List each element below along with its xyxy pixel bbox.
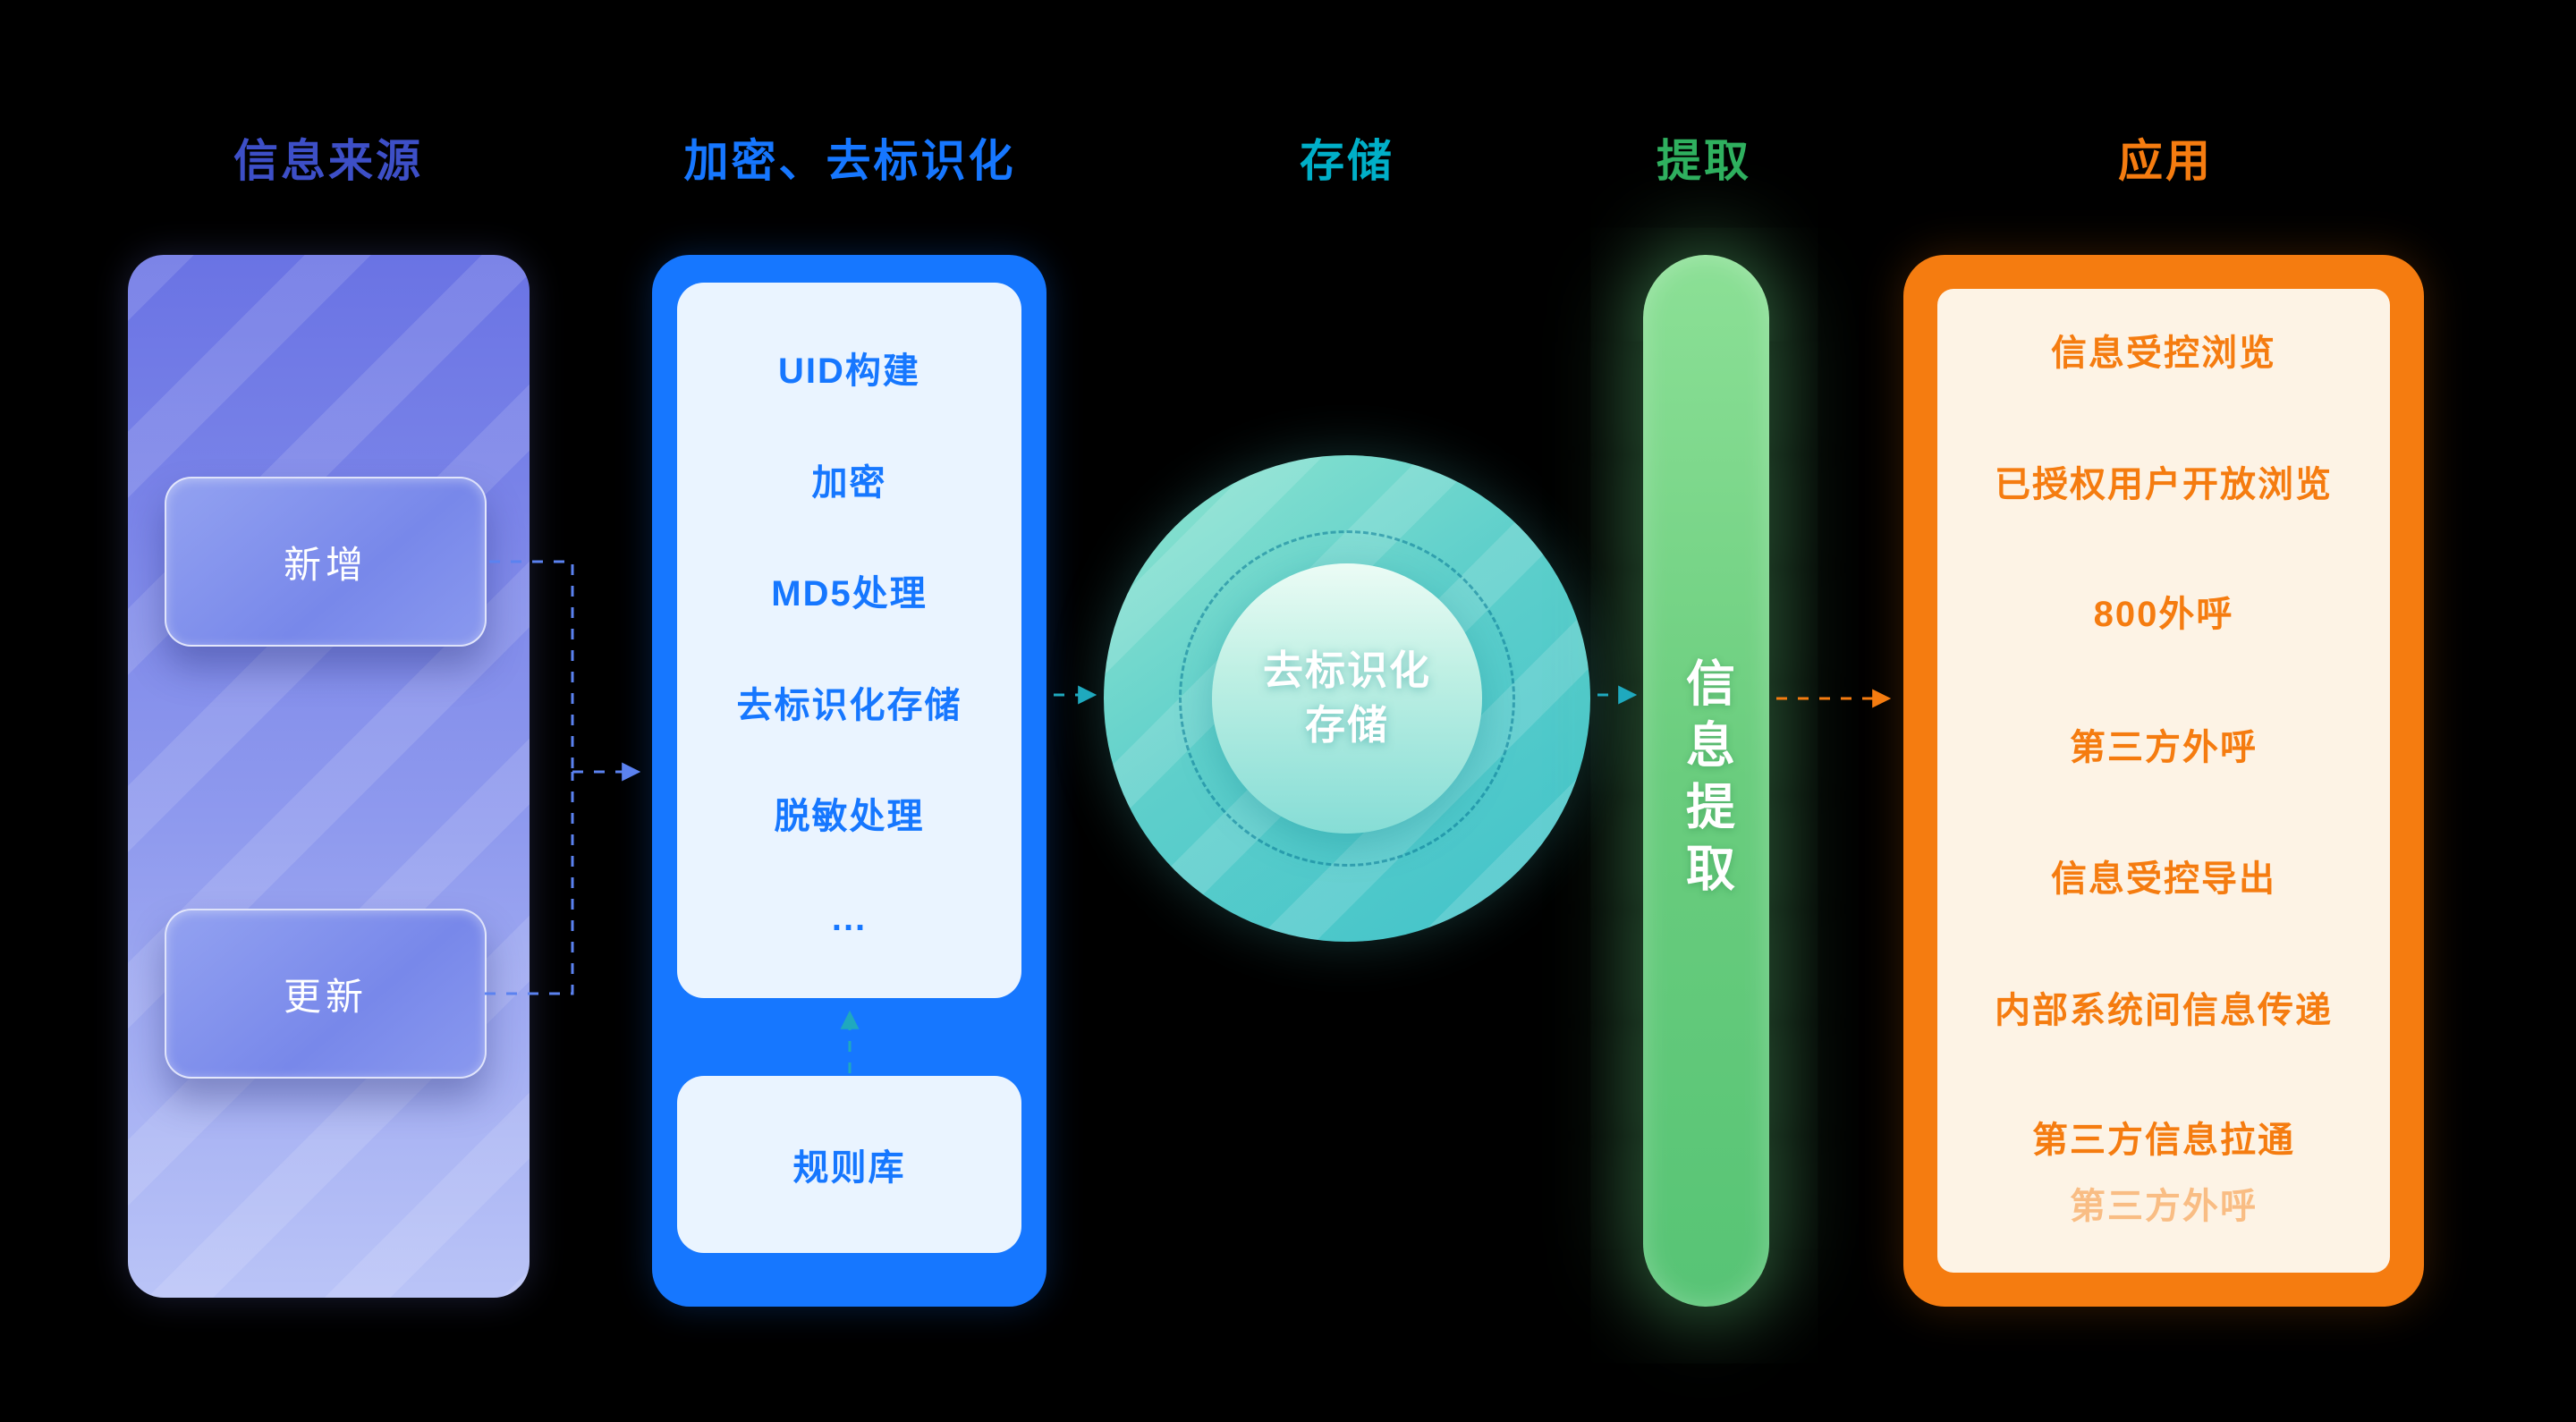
- encrypt-step: MD5处理: [771, 574, 928, 614]
- apply-item: 信息受控浏览: [2051, 334, 2276, 373]
- apply-item-clipped: 第三方外呼: [2070, 1187, 2258, 1226]
- column-header-storage: 存储: [1300, 136, 1394, 186]
- encrypt-panel: UID构建 加密 MD5处理 去标识化存储 脱敏处理 ... 规则库: [652, 255, 1046, 1307]
- storage-circle: 去标识化 存储: [1104, 455, 1590, 942]
- apply-item: 内部系统间信息传递: [1995, 991, 2333, 1030]
- source-node-update: 更新: [165, 909, 487, 1079]
- encrypt-step: 脱敏处理: [774, 797, 925, 837]
- encrypt-step-ellipsis: ...: [831, 898, 868, 938]
- encrypt-steps-list: UID构建 加密 MD5处理 去标识化存储 脱敏处理 ...: [677, 283, 1021, 998]
- apply-panel: 信息受控浏览 已授权用户开放浏览 800外呼 第三方外呼 信息受控导出 内部系统…: [1903, 255, 2424, 1307]
- column-header-apply: 应用: [2118, 136, 2213, 186]
- apply-item: 800外呼: [2093, 595, 2234, 634]
- source-node-add-label: 新增: [283, 543, 368, 586]
- extract-bar: 信息提取: [1643, 255, 1769, 1307]
- column-header-source: 信息来源: [233, 136, 423, 186]
- apply-item: 已授权用户开放浏览: [1995, 465, 2333, 504]
- encrypt-step: 加密: [811, 462, 887, 503]
- source-node-update-label: 更新: [283, 975, 368, 1018]
- column-header-extract: 提取: [1657, 136, 1751, 186]
- encrypt-step: 去标识化存储: [736, 685, 962, 725]
- encrypt-step: UID构建: [778, 351, 920, 392]
- apply-item: 第三方外呼: [2070, 728, 2258, 767]
- apply-item: 第三方信息拉通: [2032, 1121, 2295, 1160]
- source-panel: 新增 更新: [128, 255, 530, 1298]
- apply-item: 信息受控导出: [2051, 859, 2276, 899]
- source-node-add: 新增: [165, 477, 487, 647]
- column-header-encrypt: 加密、去标识化: [683, 136, 1016, 186]
- rule-library-box: 规则库: [677, 1076, 1021, 1253]
- apply-panel-inner: 信息受控浏览 已授权用户开放浏览 800外呼 第三方外呼 信息受控导出 内部系统…: [1937, 289, 2390, 1273]
- extract-bar-label: 信息提取: [1678, 657, 1734, 904]
- rule-library-label: 规则库: [792, 1148, 906, 1188]
- storage-circle-dashed-ring: [1179, 530, 1515, 867]
